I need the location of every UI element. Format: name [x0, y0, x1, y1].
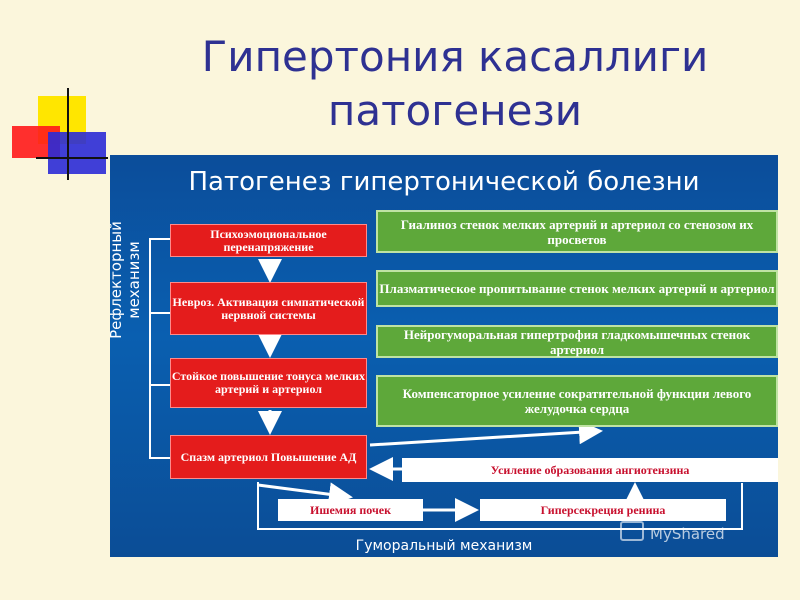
box-hyalinosis: Гиалиноз стенок мелких артерий и артерио… — [376, 210, 778, 253]
box-psychoemotional-strain: Психоэмоциональное перенапряжение — [170, 224, 367, 257]
box-plasma-impregnation: Плазматическое пропитывание стенок мелки… — [376, 270, 778, 307]
box-neurohumoral-hypertrophy: Нейрогуморальная гипертрофия гладкомышеч… — [376, 325, 778, 358]
decor-horizontal-line — [36, 157, 108, 159]
diagram-panel: Патогенез гипертонической болезни Рефлек… — [110, 155, 778, 557]
box-arteriole-spasm: Спазм артериол Повышение АД — [170, 435, 367, 479]
box-angiotensin: Усиление образования ангиотензина — [402, 458, 778, 482]
arrow-to-ischemia — [257, 482, 353, 507]
box-arteriole-tone: Стойкое повышение тонуса мелких артерий … — [170, 358, 367, 408]
slide-title: Гипертония касаллиги патогенези — [201, 32, 709, 135]
humoral-loop-line — [257, 482, 743, 530]
humoral-mechanism-label: Гуморальный механизм — [355, 538, 533, 554]
watermark-icon — [620, 521, 644, 541]
box-kidney-ischemia: Ишемия почек — [278, 499, 423, 521]
box-renin-hypersecretion: Гиперсекреция ренина — [480, 499, 726, 521]
arrow-spasm-to-heart — [369, 420, 603, 447]
reflex-mechanism-label: Рефлекторный механизм — [110, 221, 143, 339]
watermark-text: MyShared — [650, 525, 725, 543]
panel-title: Патогенез гипертонической болезни — [188, 167, 700, 197]
decor-vertical-line — [67, 88, 69, 180]
reflex-bracket-line — [149, 238, 170, 459]
box-compensatory-heart: Компенсаторное усиление сократительной ф… — [376, 375, 778, 427]
decor-blue-square — [48, 132, 106, 174]
diagram-connectors — [149, 238, 743, 530]
box-neurosis-sympathetic: Невроз. Активация симпатической нервной … — [170, 282, 367, 335]
